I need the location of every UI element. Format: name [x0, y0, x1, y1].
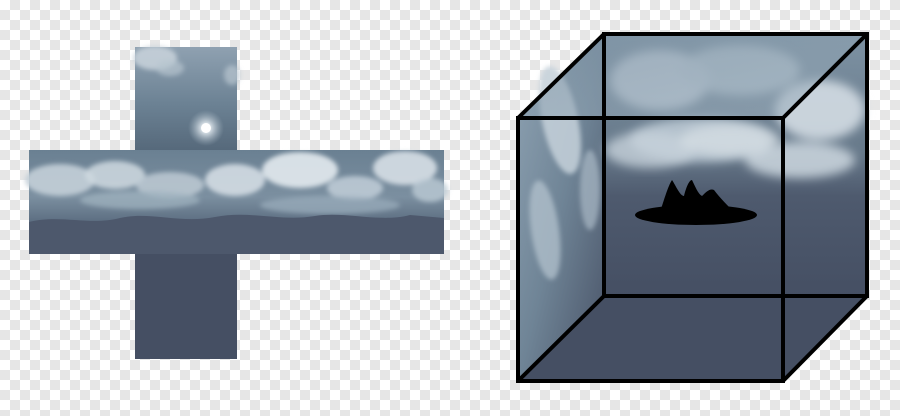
cube-front-edges — [516, 116, 785, 383]
band-clouds — [25, 151, 448, 214]
cube-floor — [518, 296, 867, 381]
cubemap-cross — [25, 46, 448, 359]
front-face-clouds — [605, 124, 780, 168]
band-ridge — [29, 214, 444, 254]
cube-edges — [516, 32, 869, 383]
cross-bottom-face — [135, 254, 237, 359]
sun-icon — [201, 123, 211, 133]
cube-back-edges — [602, 32, 869, 298]
viewer-icon — [635, 180, 757, 225]
cube-left-wall — [518, 34, 604, 381]
skybox-cube — [516, 32, 869, 383]
top-face-clouds — [133, 46, 240, 85]
